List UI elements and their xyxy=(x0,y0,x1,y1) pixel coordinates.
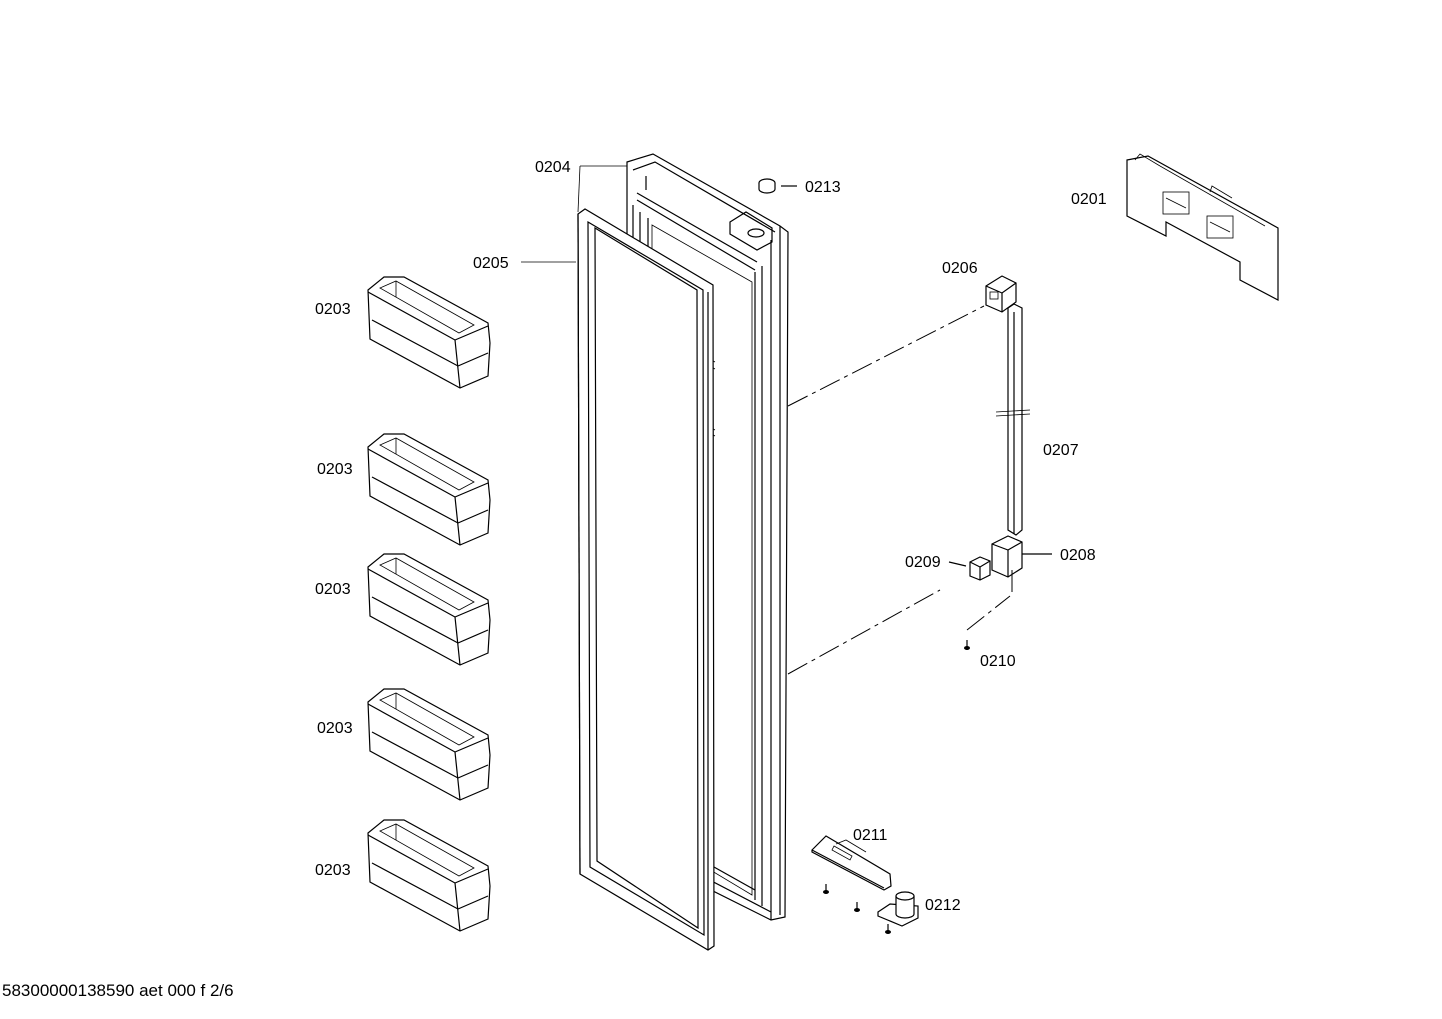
shelf-3 xyxy=(367,553,491,666)
label-0204: 0204 xyxy=(535,159,571,176)
screw-0210 xyxy=(964,640,970,650)
label-0205: 0205 xyxy=(473,255,509,272)
label-0209: 0209 xyxy=(905,554,941,571)
gasket-0205 xyxy=(577,208,715,951)
hinge-plate-0211 xyxy=(811,835,892,891)
hinge-pin-0212 xyxy=(877,891,919,927)
part-labels: 0204 0213 0201 0205 0206 0203 0207 0203 … xyxy=(315,159,1107,914)
door-shelves-0203 xyxy=(367,276,491,932)
hinge-top-0206 xyxy=(985,275,1017,313)
shelf-4 xyxy=(367,688,491,801)
hinge-bottom-0208 xyxy=(991,535,1052,578)
connector-0209 xyxy=(948,556,991,581)
shelf-1 xyxy=(367,276,491,389)
shelf-2 xyxy=(367,433,491,546)
label-0208: 0208 xyxy=(1060,547,1096,564)
control-module-0201 xyxy=(1126,153,1279,301)
shelf-5 xyxy=(367,819,491,932)
label-0213: 0213 xyxy=(805,179,841,196)
label-0206: 0206 xyxy=(942,260,978,277)
label-0207: 0207 xyxy=(1043,442,1079,459)
label-0203-c: 0203 xyxy=(315,581,351,598)
label-0211: 0211 xyxy=(853,827,888,844)
label-0212: 0212 xyxy=(925,897,961,914)
callout-strokes xyxy=(521,165,627,263)
label-0203-b: 0203 xyxy=(317,461,353,478)
hinge-screws xyxy=(823,884,891,934)
label-0201: 0201 xyxy=(1071,191,1107,208)
cable-duct-0207 xyxy=(995,303,1031,536)
label-0203-a: 0203 xyxy=(315,301,351,318)
label-0203-d: 0203 xyxy=(317,720,353,737)
cap-0213 xyxy=(758,178,797,194)
leader-lines xyxy=(787,305,1013,675)
label-0203-e: 0203 xyxy=(315,862,351,879)
label-0210: 0210 xyxy=(980,653,1016,670)
document-footer-id: 58300000138590 aet 000 f 2/6 xyxy=(2,981,234,1000)
